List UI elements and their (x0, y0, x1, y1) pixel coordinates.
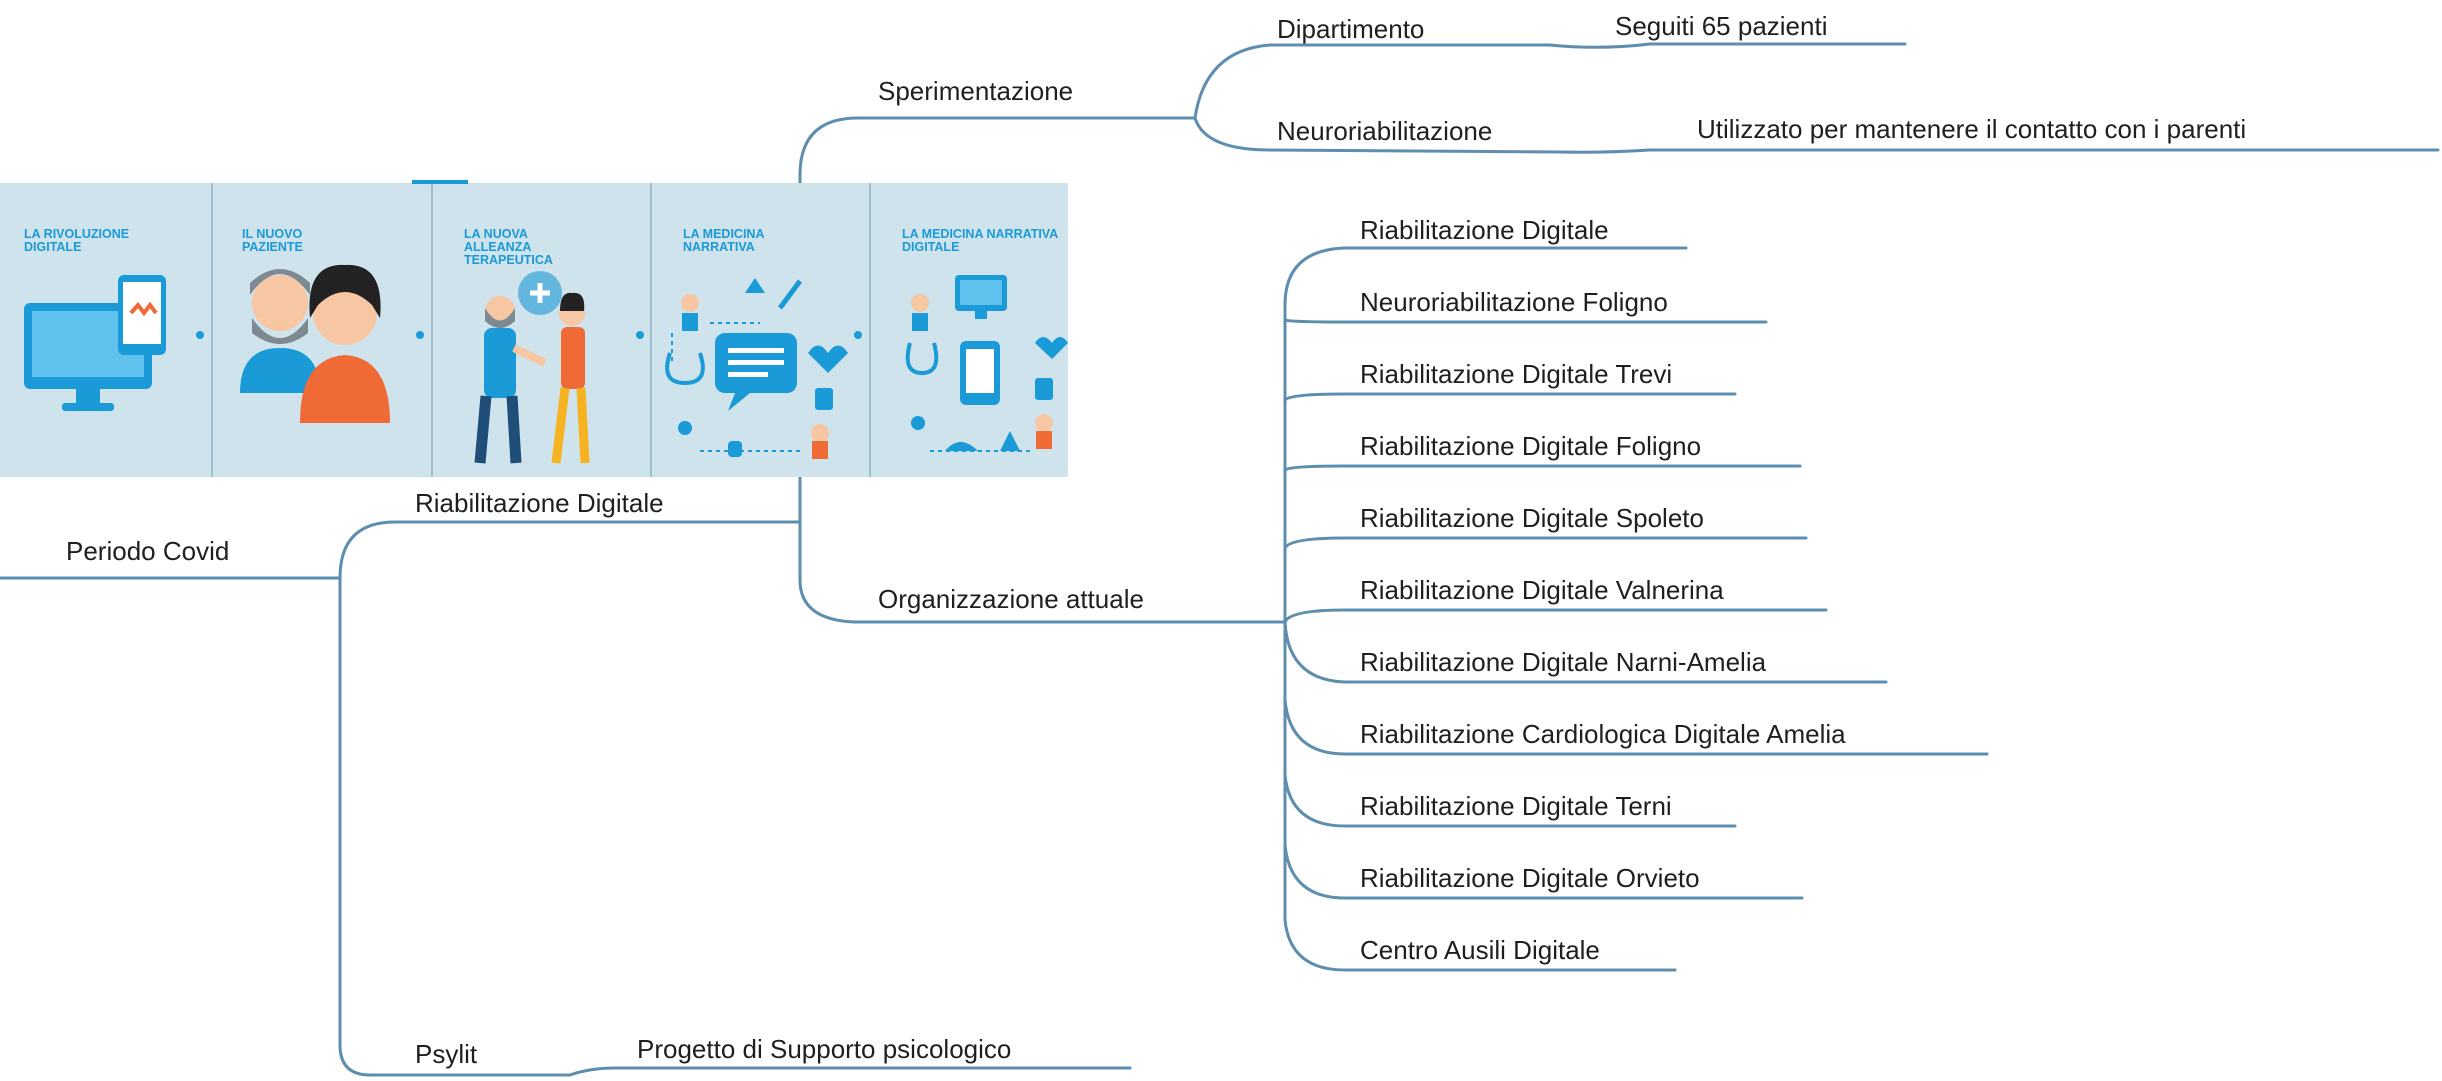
connector-to-neuroriabilitazione (1193, 116, 2440, 154)
connector-organizzazione-items (1283, 246, 1989, 972)
node-sperimentazione[interactable]: Sperimentazione (878, 76, 1074, 106)
node-org-item[interactable]: Neuroriabilitazione Foligno (1360, 287, 1668, 317)
node-periodo-covid[interactable]: Periodo Covid (66, 536, 230, 566)
banner-panel-3-title: LA NUOVA ALLEANZA TERAPEUTICA (464, 227, 553, 267)
node-seguiti-pazienti[interactable]: Seguiti 65 pazienti (1615, 11, 1828, 41)
banner-accent-mark (412, 180, 468, 184)
illustration-banner: LA RIVOLUZIONE DIGITALE IL NUOVO PAZIENT… (0, 183, 1068, 477)
node-org-item[interactable]: Centro Ausili Digitale (1360, 935, 1600, 965)
node-riabilitazione-digitale[interactable]: Riabilitazione Digitale (415, 488, 664, 518)
node-organizzazione-attuale[interactable]: Organizzazione attuale (878, 584, 1144, 614)
node-org-item[interactable]: Riabilitazione Digitale Trevi (1360, 359, 1673, 389)
node-org-item[interactable]: Riabilitazione Cardiologica Digitale Ame… (1360, 719, 1846, 749)
connector-trunk (338, 576, 372, 1077)
connector-to-sperimentazione (798, 116, 1197, 524)
node-org-item[interactable]: Riabilitazione Digitale Narni-Amelia (1360, 647, 1767, 677)
banner-panel-5-title: LA MEDICINA NARRATIVA DIGITALE (902, 227, 1058, 254)
node-org-item[interactable]: Riabilitazione Digitale Orvieto (1360, 863, 1700, 893)
connector-to-dipartimento (1193, 42, 1907, 120)
patient-icon (240, 264, 390, 423)
node-dipartimento[interactable]: Dipartimento (1277, 14, 1425, 44)
banner-panel-1-title: LA RIVOLUZIONE DIGITALE (24, 227, 130, 254)
node-neuroriabilitazione[interactable]: Neuroriabilitazione (1277, 116, 1493, 146)
alliance-icon (474, 271, 590, 464)
node-org-item[interactable]: Riabilitazione Digitale (1360, 215, 1609, 245)
node-org-item[interactable]: Riabilitazione Digitale Terni (1360, 791, 1672, 821)
connector-to-psylit (368, 1066, 1132, 1077)
computer-icon (24, 275, 166, 411)
narrative-medicine-icon (665, 278, 848, 459)
banner-panel-2-title: IL NUOVO PAZIENTE (242, 227, 303, 254)
node-contatto-parenti[interactable]: Utilizzato per mantenere il contatto con… (1697, 114, 2247, 144)
node-org-item[interactable]: Riabilitazione Digitale Valnerina (1360, 575, 1724, 605)
banner-illustration (24, 183, 1068, 477)
node-psylit[interactable]: Psylit (415, 1039, 478, 1069)
node-org-item[interactable]: Riabilitazione Digitale Foligno (1360, 431, 1702, 461)
connector-to-organizzazione (798, 520, 1287, 624)
node-progetto-supporto[interactable]: Progetto di Supporto psicologico (637, 1034, 1012, 1064)
digital-narrative-icon (905, 275, 1068, 452)
connector-to-digital-rehab (338, 520, 802, 580)
banner-panel-4-title: LA MEDICINA NARRATIVA (683, 227, 765, 254)
node-org-item[interactable]: Riabilitazione Digitale Spoleto (1360, 503, 1704, 533)
